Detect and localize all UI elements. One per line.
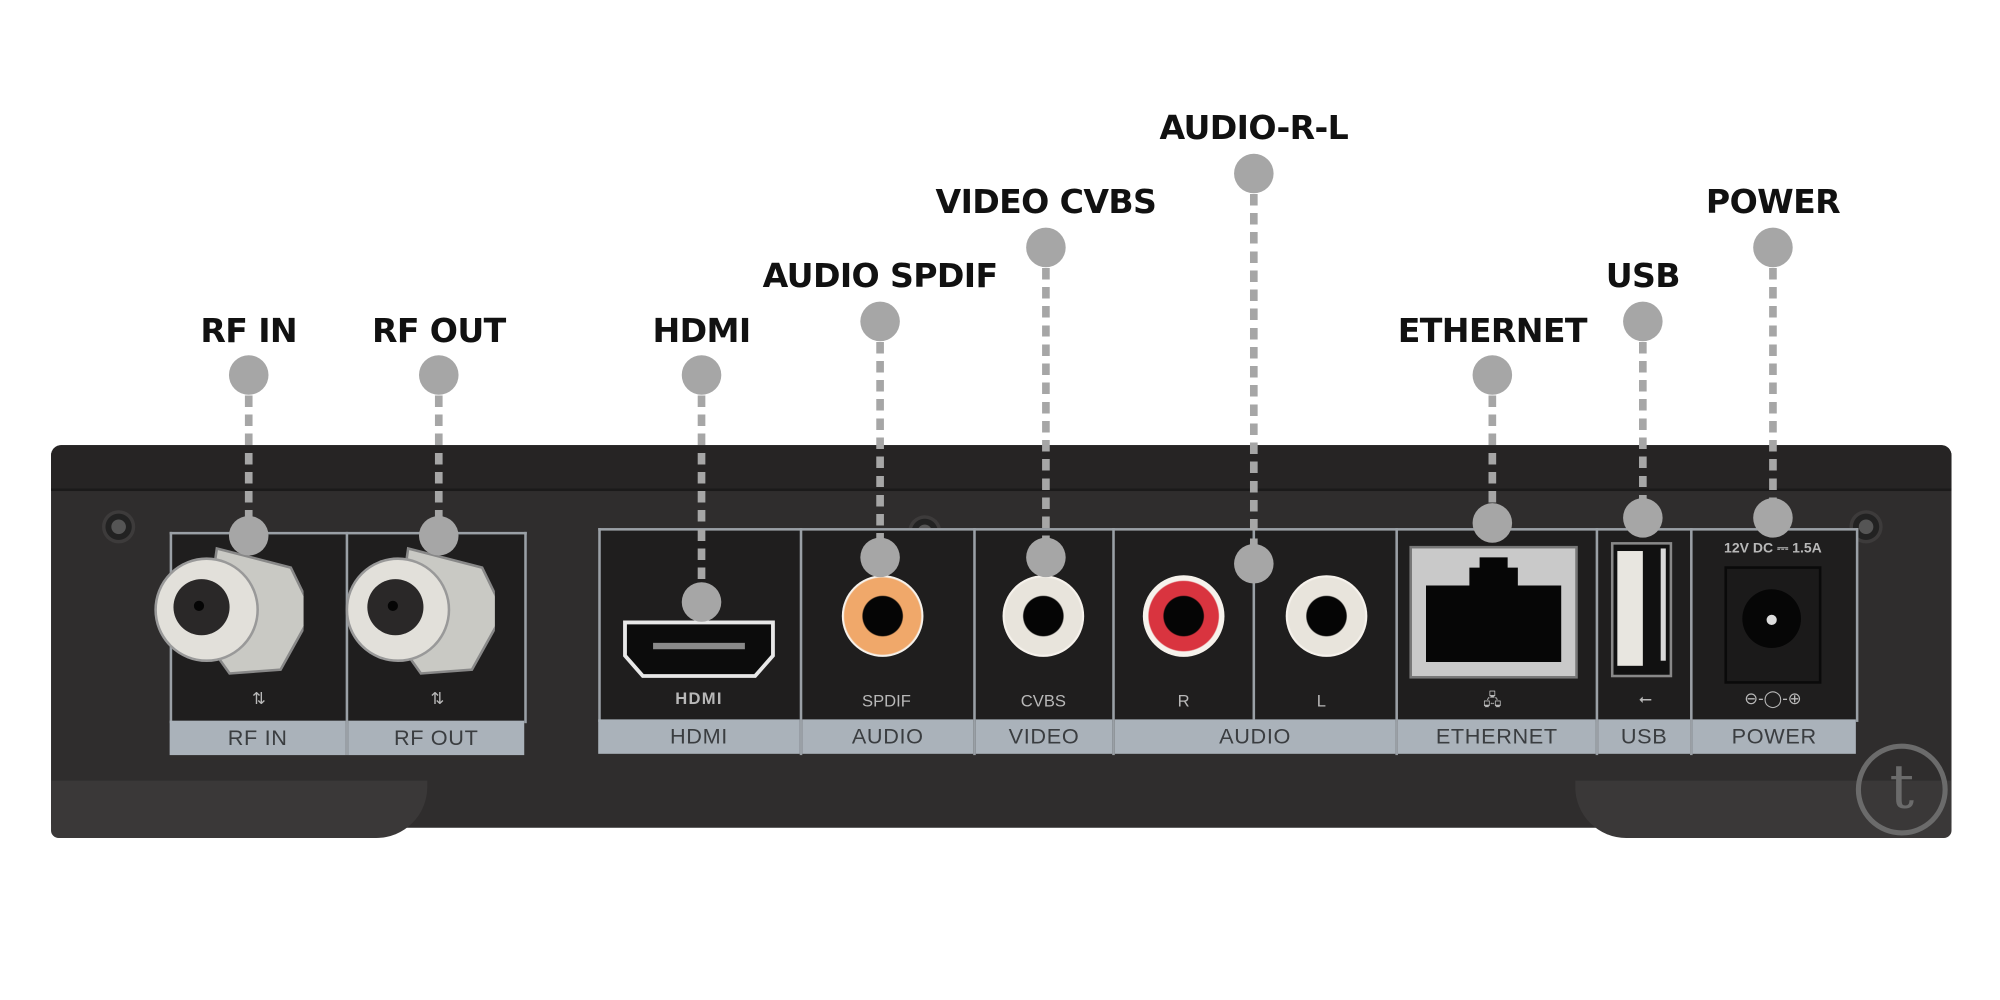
callout-anchor-audio-spdif[interactable] bbox=[860, 537, 900, 578]
callout-anchor-rf-in[interactable] bbox=[228, 515, 269, 556]
hdmi-port[interactable] bbox=[620, 617, 778, 681]
panel-label-rf-out: RF OUT bbox=[348, 720, 525, 756]
callout-label-rf-in: RF IN bbox=[200, 312, 298, 351]
callout-label-usb: USB bbox=[1605, 257, 1681, 296]
power-jack[interactable] bbox=[1724, 566, 1822, 684]
audio-left-sublabel: L bbox=[1316, 691, 1327, 711]
panel-label-power: POWER bbox=[1692, 719, 1856, 754]
panel-label-audio-rl: AUDIO bbox=[1114, 719, 1396, 754]
callout-line-audio-r-l bbox=[1249, 193, 1258, 554]
rf-out-arrow-icon: ⇅ bbox=[430, 688, 445, 708]
callout-anchor-audio-r-l[interactable] bbox=[1234, 544, 1274, 584]
callout-label-hdmi: HDMI bbox=[652, 312, 751, 351]
callout-label-rf-out: RF OUT bbox=[371, 312, 506, 351]
callout-line-video-cvbs bbox=[1042, 267, 1050, 546]
callout-line-rf-out bbox=[434, 395, 443, 523]
network-icon: 🖧 bbox=[1483, 690, 1502, 710]
panel-label-ethernet: ETHERNET bbox=[1397, 719, 1596, 754]
panel-divider bbox=[1112, 528, 1115, 756]
usb-icon: ⭠ bbox=[1638, 688, 1653, 708]
spdif-port[interactable] bbox=[841, 575, 924, 657]
usb-port[interactable] bbox=[1610, 541, 1674, 679]
callout-dot-usb[interactable] bbox=[1623, 301, 1663, 342]
audio-left-port[interactable] bbox=[1285, 575, 1368, 657]
power-rating: 12V DC ⎓ 1.5A bbox=[1724, 540, 1822, 557]
callout-label-video-cvbs: VIDEO CVBS bbox=[935, 183, 1157, 222]
panel-divider bbox=[345, 531, 349, 756]
spdif-sublabel: SPDIF bbox=[862, 691, 911, 711]
cvbs-port[interactable] bbox=[1002, 575, 1085, 657]
panel-label-audio-spdif: AUDIO bbox=[802, 719, 974, 754]
panel-label-hdmi: HDMI bbox=[598, 719, 800, 754]
device-top-edge bbox=[51, 445, 1952, 492]
callout-line-rf-in bbox=[244, 395, 253, 523]
rf-out-connector[interactable] bbox=[344, 536, 495, 687]
callout-label-ethernet: ETHERNET bbox=[1397, 312, 1588, 351]
callout-line-hdmi bbox=[697, 395, 706, 587]
callout-dot-audio-spdif[interactable] bbox=[860, 301, 900, 342]
callout-dot-video-cvbs[interactable] bbox=[1026, 227, 1066, 268]
callout-dot-rf-out[interactable] bbox=[419, 355, 459, 395]
callout-anchor-rf-out[interactable] bbox=[419, 515, 459, 556]
panel-divider bbox=[799, 528, 803, 756]
panel-label-usb: USB bbox=[1598, 719, 1691, 754]
panel-label-rf-in: RF IN bbox=[169, 720, 346, 756]
ethernet-port[interactable] bbox=[1408, 545, 1579, 680]
callout-label-power: POWER bbox=[1705, 183, 1841, 222]
panel-divider bbox=[973, 528, 976, 756]
audio-right-sublabel: R bbox=[1177, 691, 1190, 711]
callout-dot-hdmi[interactable] bbox=[681, 355, 722, 395]
panel-label-video: VIDEO bbox=[975, 719, 1113, 754]
callout-line-power bbox=[1769, 267, 1777, 511]
hdmi-logo: HDMI bbox=[675, 688, 723, 708]
cvbs-sublabel: CVBS bbox=[1020, 691, 1066, 711]
callout-anchor-power[interactable] bbox=[1753, 498, 1793, 538]
callout-line-ethernet bbox=[1488, 395, 1497, 513]
callout-line-audio-spdif bbox=[876, 341, 884, 546]
screw-icon bbox=[102, 510, 136, 544]
audio-right-port[interactable] bbox=[1142, 575, 1225, 657]
rf-in-connector[interactable] bbox=[153, 536, 304, 687]
panel-divider bbox=[1690, 528, 1693, 756]
panel-divider bbox=[1595, 528, 1599, 756]
polarity-icon: ⊖-◯-⊕ bbox=[1744, 688, 1802, 708]
callout-anchor-video-cvbs[interactable] bbox=[1026, 537, 1066, 578]
callout-dot-power[interactable] bbox=[1753, 227, 1793, 268]
callout-line-usb bbox=[1639, 341, 1647, 511]
callout-dot-ethernet[interactable] bbox=[1472, 355, 1513, 395]
panel-divider bbox=[1252, 528, 1256, 720]
callout-anchor-hdmi[interactable] bbox=[681, 582, 722, 622]
callout-anchor-usb[interactable] bbox=[1623, 498, 1663, 538]
callout-dot-audio-r-l[interactable] bbox=[1234, 153, 1274, 194]
brand-logo: t bbox=[1855, 743, 1948, 836]
callout-label-audio-spdif: AUDIO SPDIF bbox=[762, 257, 999, 296]
callout-label-audio-r-l: AUDIO-R-L bbox=[1159, 109, 1349, 148]
rf-in-arrow-icon: ⇅ bbox=[251, 688, 266, 708]
callout-dot-rf-in[interactable] bbox=[228, 355, 269, 395]
panel-divider bbox=[1395, 528, 1398, 756]
device-foot-left bbox=[51, 780, 428, 839]
callout-anchor-ethernet[interactable] bbox=[1472, 503, 1513, 543]
